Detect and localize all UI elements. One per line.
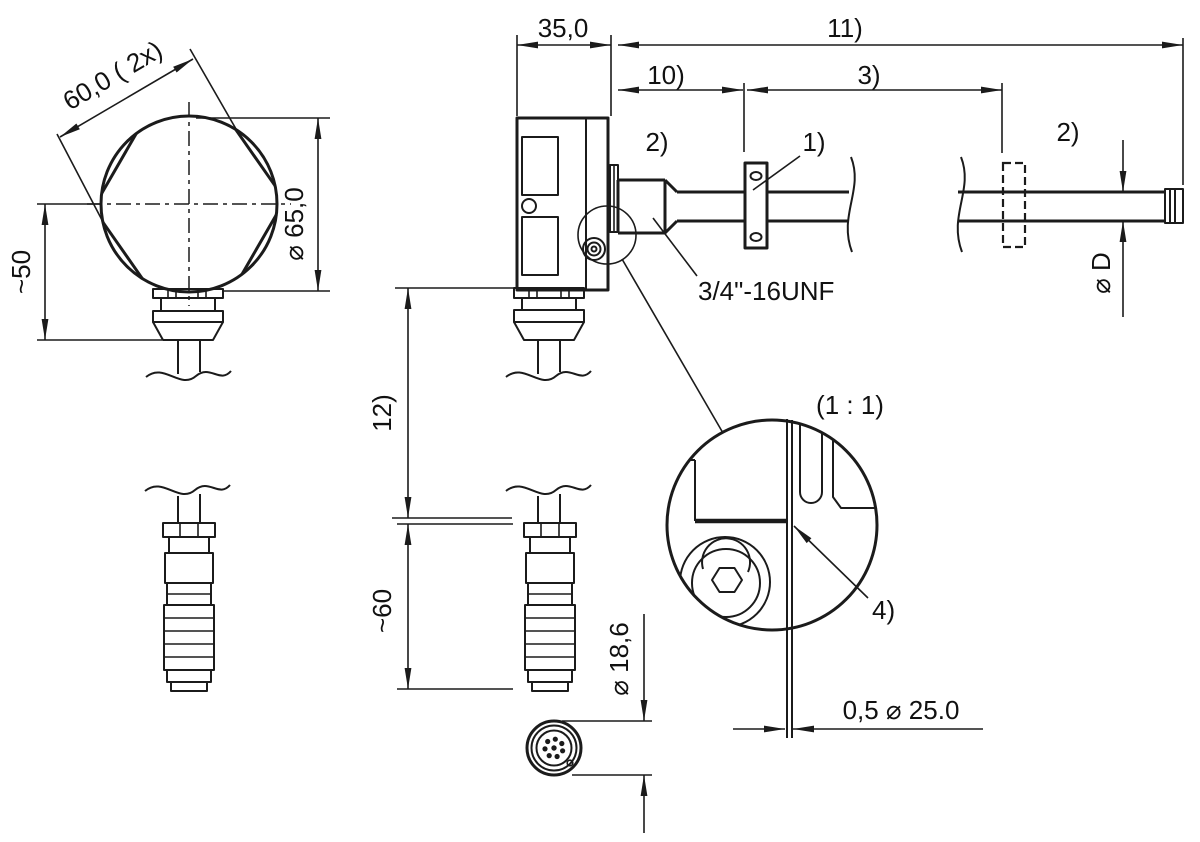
connector-side-left: [144, 484, 231, 692]
probe-tube-left: [677, 190, 849, 223]
dim-connector-length: ~60: [367, 523, 513, 690]
detail-view: (1 : 1) 4) 0,5 ⌀ 25.0: [665, 390, 983, 738]
dim-connector-diameter: ⌀ 18,6: [562, 614, 652, 833]
dim-head-diameter: ⌀ 65,0: [196, 117, 330, 292]
detail-leader-line: [621, 258, 724, 434]
connector-ribs: [524, 604, 576, 671]
wrench-flat-nw: [100, 132, 138, 195]
ref-clamp-leader: [752, 155, 801, 191]
clamp-screw-boss: [582, 237, 606, 261]
reference-labels: 2) 1) 2) 3/4"-16UNF: [645, 117, 1079, 306]
dim-label-gap: 0,5 ⌀ 25.0: [843, 695, 960, 725]
detail-screw-outer: [679, 536, 771, 628]
clamp-hole-lower: [749, 232, 763, 242]
dim-label-probe-diameter: ⌀ D: [1086, 252, 1116, 294]
dim-label-connector-length: ~60: [367, 589, 397, 633]
thread-leader: [652, 217, 698, 277]
detail-housing-corner: [667, 459, 696, 521]
dim-label-clamp-to-wall: 3): [857, 60, 880, 90]
connector-side-middle: [505, 484, 592, 692]
housing-window-upper: [521, 136, 559, 196]
cable-break-wave: [505, 370, 592, 382]
detail-gap-lines: [786, 419, 793, 738]
wrench-flat-sw: [101, 221, 144, 280]
detail-geometry: [667, 420, 877, 628]
detail-screw-head: [691, 548, 761, 618]
cable-gland-front: [145, 288, 232, 382]
dim-housing-width: 35,0: [516, 13, 612, 116]
hex-socket: [711, 567, 743, 593]
detail-thread-relief-slot: [799, 420, 823, 492]
dim-cable-section: 12): [367, 287, 517, 519]
cable-gland-side: [505, 287, 592, 382]
hex-fitting: [616, 178, 667, 235]
dim-gap: 0,5 ⌀ 25.0: [733, 695, 983, 733]
dim-probe-diameter: ⌀ D: [1086, 140, 1127, 317]
dim-label-connector-diameter: ⌀ 18,6: [604, 622, 634, 695]
detail-indicator-circle: [577, 205, 637, 265]
ref-label-clamp: 1): [802, 127, 825, 157]
clamp-plate: [743, 161, 769, 250]
housing-window-lower: [521, 216, 559, 276]
cable-break-wave: [505, 484, 592, 496]
connector-pin-center: [551, 745, 557, 751]
process-fitting-and-probe: [609, 156, 1184, 253]
connector-ribs: [163, 604, 215, 671]
ref-gap-leader: [793, 525, 869, 599]
cable-front: [177, 340, 201, 374]
cable-break-wave: [144, 484, 231, 496]
detail-fitting-step: [832, 420, 877, 509]
ref-label-sheath-right: 2): [1056, 117, 1079, 147]
probe-break-right: [956, 156, 966, 253]
side-view-housing: [515, 116, 724, 434]
detail-scale-label: (1 : 1): [816, 390, 884, 420]
front-view-sensor-head: [87, 102, 291, 306]
connector-face-view: [525, 719, 583, 777]
dim-label-to-clamp: 10): [647, 60, 685, 90]
dim-total-length: 11): [618, 13, 1184, 185]
connector-pins: [542, 736, 566, 760]
cable-break-wave: [145, 370, 232, 382]
dim-head-height: ~50: [6, 203, 162, 341]
clamp-hole-upper: [749, 171, 763, 181]
cable-side: [537, 340, 561, 374]
probe-break-left: [846, 156, 856, 253]
dim-label-across-flats: 60,0 ( 2x): [58, 34, 168, 116]
cable: [537, 494, 561, 523]
dim-label-cable-section: 12): [367, 394, 397, 432]
wrench-flat-ne: [234, 128, 277, 187]
thread-callout: 3/4"-16UNF: [698, 276, 834, 306]
probe-tube-right: [958, 190, 1165, 223]
wrench-flat-se: [240, 213, 278, 276]
wall-section-dashed: [1001, 161, 1027, 249]
ref-label-gap: 4): [872, 595, 895, 625]
dim-label-housing-width: 35,0: [538, 13, 589, 43]
detail-screw-chamfer: [701, 537, 751, 573]
housing-led: [521, 198, 537, 214]
dim-label-total-length: 11): [827, 13, 863, 43]
ref-label-sheath-left: 2): [645, 127, 668, 157]
connector-keying-notch: [566, 759, 574, 767]
dim-clamp-to-wall: 3): [747, 60, 1003, 153]
dim-label-head-height: ~50: [6, 250, 36, 294]
dim-to-clamp: 10): [618, 60, 745, 152]
housing-body: [515, 116, 610, 292]
cable: [177, 494, 201, 523]
detail-boundary-circle: [665, 418, 879, 632]
dim-label-head-diameter: ⌀ 65,0: [279, 187, 309, 260]
